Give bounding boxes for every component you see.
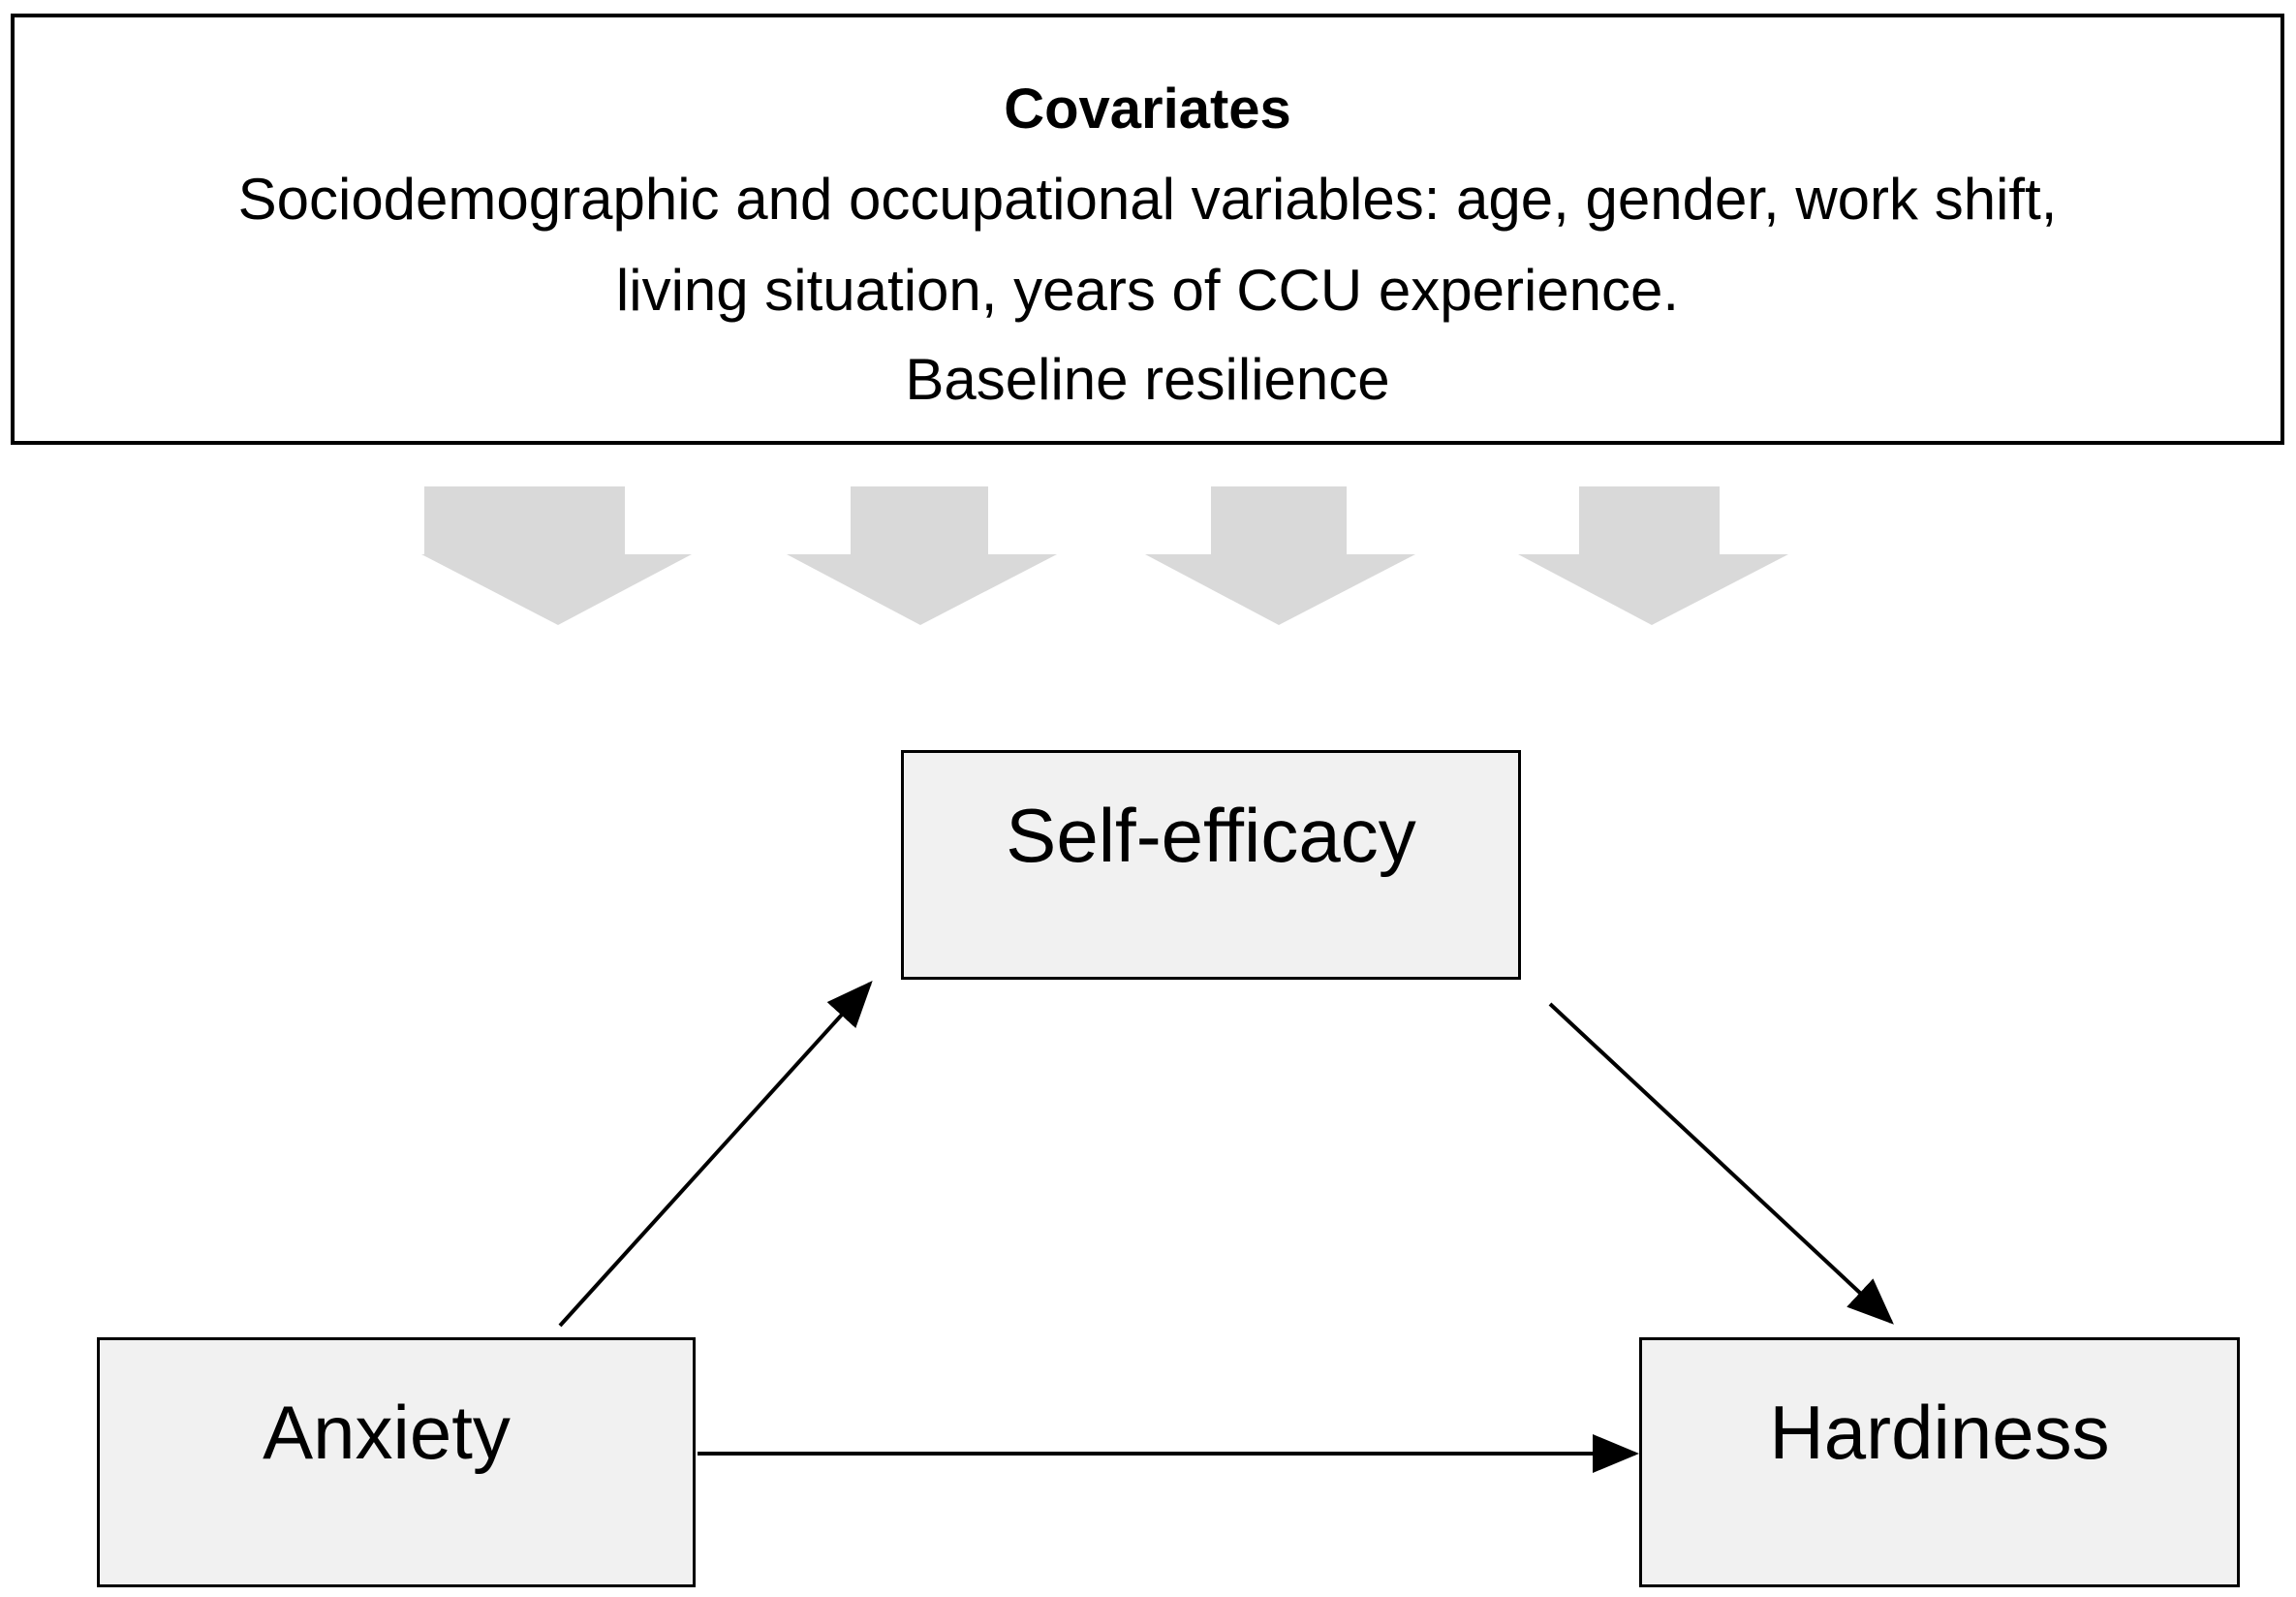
- covariate-arrow-3: [1145, 486, 1415, 625]
- arrow-anxiety-to-self-efficacy: [558, 981, 873, 1328]
- self-efficacy-node: Self-efficacy: [901, 750, 1521, 980]
- covariates-baseline-line: Baseline resilience: [905, 347, 1390, 412]
- covariate-arrow-2: [787, 486, 1057, 625]
- covariate-arrow-1: [421, 486, 692, 625]
- covariates-box: Covariates Sociodemographic and occupati…: [11, 14, 2284, 445]
- hardiness-node: Hardiness: [1639, 1337, 2240, 1587]
- anxiety-node: Anxiety: [97, 1337, 696, 1587]
- anxiety-label: Anxiety: [263, 1390, 511, 1475]
- hardiness-label: Hardiness: [1769, 1390, 2110, 1475]
- self-efficacy-label: Self-efficacy: [1006, 793, 1416, 878]
- covariates-variables-line-2: living situation, years of CCU experienc…: [615, 258, 1680, 323]
- covariate-arrow-4: [1518, 486, 1788, 625]
- covariates-variables-line: Sociodemographic and occupational variab…: [237, 167, 2058, 232]
- arrow-self-efficacy-to-hardiness: [1548, 1002, 1894, 1325]
- covariates-title: Covariates: [1004, 78, 1291, 141]
